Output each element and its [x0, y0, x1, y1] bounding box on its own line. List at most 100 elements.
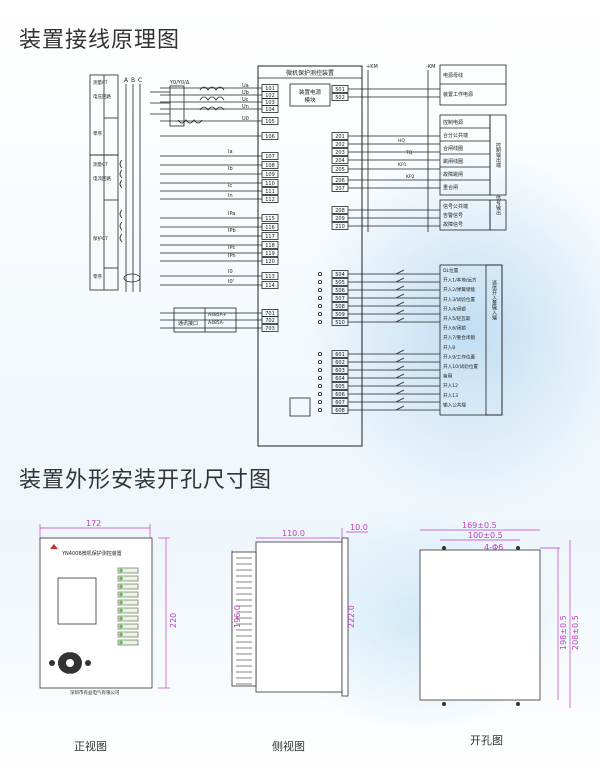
- terminal-label-203: 203: [335, 150, 345, 156]
- current-label: Ic: [228, 183, 232, 189]
- vt-label: Y0/Y0/Δ: [169, 80, 190, 86]
- side-connectors: [231, 551, 257, 687]
- voltage-label: Ub: [242, 90, 249, 96]
- terminal-label-204: 204: [335, 158, 345, 164]
- company-label: 深圳市有益电气有限公司: [70, 689, 120, 696]
- terminal-label-114: 114: [265, 283, 275, 289]
- input-box-label: 开入7/重合闭锁: [443, 334, 475, 341]
- phase-label-A: A: [124, 77, 129, 84]
- side-view-text: 110.0 10.0 196.0 222.0: [233, 523, 368, 628]
- current-label: In: [228, 193, 233, 199]
- side-flange: [341, 537, 349, 697]
- company-logo-icon: [50, 544, 58, 549]
- voltage-label: Un: [242, 104, 249, 110]
- phase-label-C: C: [138, 77, 142, 84]
- terminal-label-207: 207: [335, 186, 345, 192]
- led-dot: [119, 616, 123, 621]
- switch-contact: [395, 317, 405, 323]
- current-label: Ia: [228, 149, 233, 155]
- terminal-label-507: 507: [335, 296, 345, 302]
- terminal-label-604: 604: [335, 376, 345, 382]
- switch-contact: [395, 349, 405, 355]
- ct-group-label: 电流回路: [93, 175, 111, 182]
- current-label: IPn: [228, 253, 236, 259]
- keypad[interactable]: [49, 647, 91, 679]
- comm-port-label: 通讯接口: [178, 320, 198, 327]
- input-box-label: 开入5/轻瓦斯: [443, 315, 471, 322]
- terminal-label-106: 106: [265, 134, 275, 140]
- cutout-height2-label: 208±0.5: [571, 615, 580, 650]
- signal-box-label: 故障信号: [443, 221, 463, 228]
- ct-group-label: 保护CT: [93, 235, 108, 242]
- side-inner-label: 196.0: [233, 605, 242, 628]
- terminal-label-112: 112: [265, 197, 275, 203]
- led-indicator: [117, 623, 139, 630]
- input-box-label: 开入10/试验位置: [443, 363, 478, 370]
- side-flange-label: 10.0: [350, 523, 368, 532]
- switch-contact: [395, 405, 405, 411]
- switch-contact: [395, 293, 405, 299]
- cutout-width-label: 169±0.5: [462, 521, 497, 530]
- device-power-label: 装置工作电源: [443, 91, 473, 98]
- input-contact: [317, 407, 322, 412]
- terminal-label-119: 119: [265, 251, 275, 257]
- input-contact: [317, 383, 322, 388]
- device-box: [257, 65, 363, 447]
- terminal-label-116: 116: [265, 225, 275, 231]
- signal-box-label: 告警信号: [443, 212, 463, 219]
- input-box-label: DL位置: [443, 267, 459, 274]
- pt-group-label: 电压回路: [93, 93, 111, 100]
- input-contact: [317, 311, 322, 316]
- input-contact: [317, 399, 322, 404]
- side-body: [255, 541, 343, 693]
- input-contact: [317, 295, 322, 300]
- power-module-label: 装置电源: [299, 88, 322, 96]
- terminal-label-703: 703: [265, 326, 275, 332]
- terminal-label-115: 115: [265, 216, 275, 222]
- terminal-label-501: 501: [335, 87, 345, 93]
- input-box-label: 开入2/弹簧储能: [443, 286, 475, 293]
- front-view-caption: 正视图: [74, 740, 107, 753]
- led-dot: [119, 632, 123, 637]
- terminal-label-110: 110: [265, 181, 275, 187]
- input-contact: [317, 287, 322, 292]
- terminal-label-108: 108: [265, 163, 275, 169]
- terminal-label-111: 111: [265, 189, 275, 195]
- control-side-label: 控制输出端: [495, 142, 501, 169]
- side-height-label: 222.0: [347, 605, 356, 628]
- current-label: IPb: [228, 228, 236, 234]
- mount-holes: [442, 546, 520, 706]
- input-box-label: 开入1/本地/远方: [443, 277, 477, 284]
- input-box-label: 开入8: [443, 345, 455, 351]
- pt-group-label: 零序: [93, 130, 102, 137]
- front-view: [39, 524, 170, 689]
- mounting-title: 装置外形安装开孔尺寸图: [19, 468, 273, 493]
- led-indicator: [117, 583, 139, 590]
- switch-contact: [395, 373, 405, 379]
- wiring-title: 装置接线原理图: [19, 28, 181, 53]
- side-depth-label: 110.0: [282, 529, 305, 538]
- cutout-view: [420, 529, 571, 708]
- terminal-label-608: 608: [335, 408, 345, 414]
- led-indicator: [117, 631, 139, 638]
- input-box-label: 开入13: [443, 393, 458, 399]
- switch-contact: [395, 365, 405, 371]
- power-box-group: [439, 64, 507, 106]
- terminal-label-508: 508: [335, 304, 345, 310]
- terminal-label-605: 605: [335, 384, 345, 390]
- cutout-rect: [419, 549, 541, 701]
- rs485-minus-label: A485A-: [208, 320, 225, 326]
- control-box-label: 跳闸线圈: [443, 158, 463, 165]
- input-contact: [317, 271, 322, 276]
- input-contact: [317, 359, 322, 364]
- terminal-label-607: 607: [335, 400, 345, 406]
- wiring-diagram: 1011021031041051061071081091101111121151…: [89, 64, 507, 447]
- input-contact: [317, 391, 322, 396]
- cutout-caption: 开孔图: [470, 734, 503, 747]
- terminal-label-205: 205: [335, 167, 345, 173]
- terminal-label-202: 202: [335, 142, 345, 148]
- relay-label: KP1: [398, 162, 407, 168]
- input-box-label: 开入9/工作位置: [443, 353, 475, 360]
- terminal-label-502: 502: [335, 95, 345, 101]
- terminal-label-105: 105: [265, 119, 275, 125]
